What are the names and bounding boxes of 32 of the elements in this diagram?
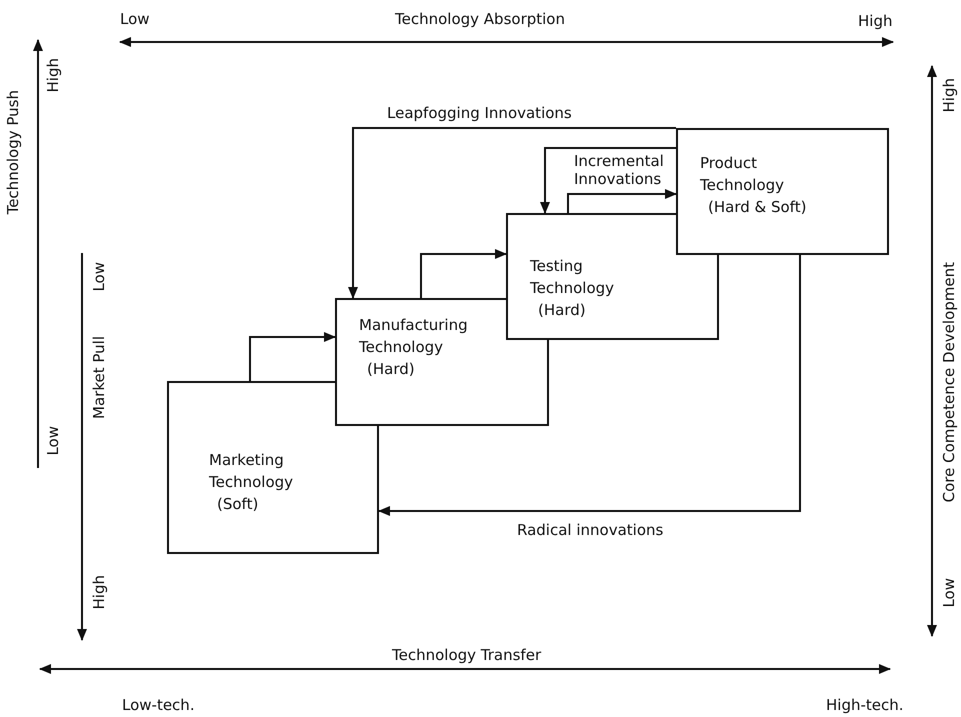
axis-label: High xyxy=(940,78,958,112)
axis-label: Technology Transfer xyxy=(392,646,542,664)
process-box xyxy=(167,381,379,554)
arrow xyxy=(348,127,676,299)
process-box xyxy=(676,128,889,255)
axis-label: Market Pull xyxy=(90,336,108,419)
axis-label: Technology Absorption xyxy=(395,10,565,28)
axis-label: Core Competence Development xyxy=(940,262,958,502)
axis-label: Low xyxy=(120,10,150,28)
arrow xyxy=(567,189,677,213)
box-title: Marketing Technology xyxy=(209,450,294,493)
process-box xyxy=(506,213,719,340)
box-title: Product Technology xyxy=(700,153,784,196)
box-subtitle: (Hard) xyxy=(538,300,586,321)
axis-label: Low xyxy=(44,426,62,456)
box-title: Testing Technology xyxy=(530,256,614,299)
box-subtitle: (Soft) xyxy=(217,494,258,515)
arrow xyxy=(420,249,507,298)
axis-label: High xyxy=(44,58,62,92)
box-subtitle: (Hard & Soft) xyxy=(708,197,806,218)
box-subtitle: (Hard) xyxy=(367,359,415,380)
axis-label: Low xyxy=(940,578,958,608)
axis-label: High-tech. xyxy=(826,696,904,714)
arrow xyxy=(540,147,676,214)
box-title: Manufacturing Technology xyxy=(359,315,468,358)
axis-label: Low-tech. xyxy=(122,696,195,714)
axis-label: High xyxy=(858,12,892,30)
axis-label: Low xyxy=(90,262,108,292)
axis-label: Technology Push xyxy=(4,90,22,214)
axis-label: High xyxy=(90,575,108,610)
arrow xyxy=(249,332,336,381)
arrow xyxy=(378,255,801,516)
